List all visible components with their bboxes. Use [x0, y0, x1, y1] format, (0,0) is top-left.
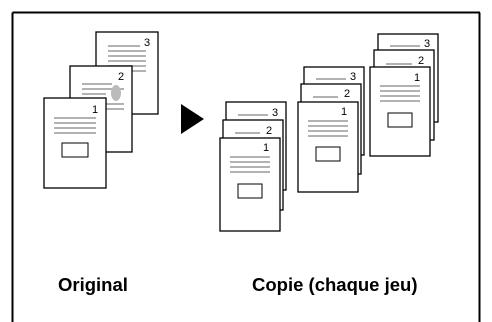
copy-set-1: 3 2 1	[219, 101, 287, 232]
copy-page-1: 1	[297, 101, 359, 193]
original-stack: 3 2	[43, 31, 159, 189]
copy-caption: Copie (chaque jeu)	[252, 274, 418, 295]
page-number: 3	[272, 107, 278, 119]
copy-page-1: 1	[219, 137, 281, 232]
original-caption: Original	[58, 274, 128, 295]
copy-set-3: 3 2 1	[369, 33, 439, 157]
page-number: 2	[266, 125, 272, 137]
page-number: 1	[92, 104, 98, 116]
page-number: 1	[341, 106, 347, 118]
copy-page-1: 1	[369, 66, 431, 157]
photo-icon	[111, 85, 121, 101]
page-number: 2	[344, 88, 350, 100]
arrow-right-icon	[181, 104, 204, 134]
page-number: 1	[414, 72, 420, 84]
original-page-1: 1	[43, 97, 107, 189]
page-number: 2	[418, 55, 424, 67]
page-number: 3	[350, 71, 356, 83]
page-number: 3	[144, 37, 150, 49]
copy-set-2: 3 2 1	[297, 66, 365, 193]
page-number: 3	[424, 38, 430, 50]
page-number: 1	[263, 142, 269, 154]
page-number: 2	[118, 71, 124, 83]
